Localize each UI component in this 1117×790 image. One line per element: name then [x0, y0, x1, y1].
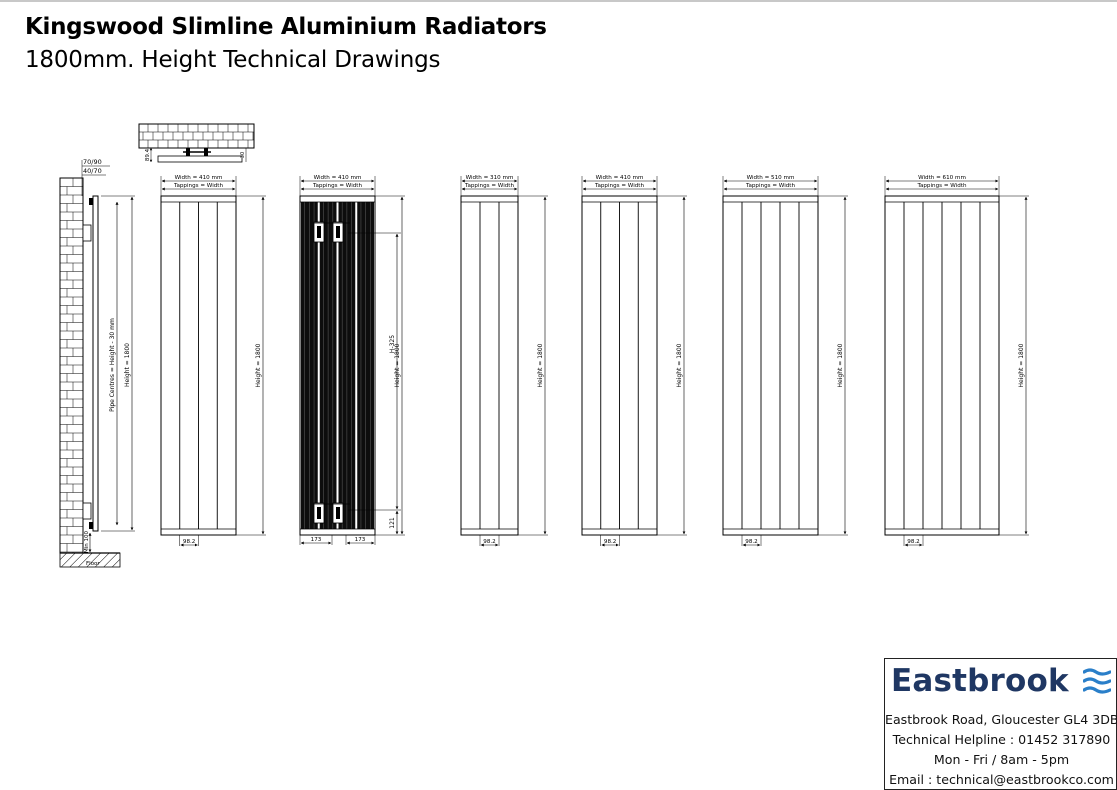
radiator-body: [460, 195, 519, 536]
waves-icon: [1083, 668, 1111, 694]
gap-top-label: 70/90: [83, 158, 102, 166]
height-label: Height = 1800: [1018, 343, 1025, 387]
height-label: Height = 1800: [537, 343, 544, 387]
bottom-pipe: [89, 522, 93, 529]
top-wall-bracket: [82, 224, 92, 242]
tappings-label: Tappings = Width: [916, 183, 967, 189]
hours-text: Mon - Fri / 8am - 5pm: [933, 752, 1070, 767]
side-height-label: Height = 1800: [124, 343, 131, 387]
height-label: Height = 1800: [837, 343, 844, 387]
radiator-body: [722, 195, 819, 536]
tappings-label: Tappings = Width: [312, 183, 363, 189]
height-label: Height = 1800: [676, 343, 683, 387]
floor-gap-label: Min 100: [84, 531, 90, 554]
floor-label: Floor: [86, 561, 100, 567]
top-view: 89.4 30: [138, 123, 255, 163]
bracket-height-label: H-325: [389, 335, 396, 353]
width-label: Width = 410 mm: [596, 175, 644, 181]
bracket-label: 30: [240, 152, 246, 158]
bracket-left-label: 173: [311, 537, 322, 543]
bracket-slot: [317, 226, 321, 238]
bracket-slot: [317, 507, 321, 519]
bracket-slot: [336, 226, 340, 238]
bracket-slot: [336, 507, 340, 519]
brick-wall: [59, 177, 84, 554]
page-title: Kingswood Slimline Aluminium Radiators: [25, 14, 547, 40]
column-width-label: 98.2: [483, 539, 495, 545]
width-label: Width = 410 mm: [314, 175, 362, 181]
tappings-label: Tappings = Width: [745, 183, 796, 189]
tappings-label: Tappings = Width: [594, 183, 645, 189]
radiator-profile: [92, 195, 99, 532]
top-wall-outline: [138, 123, 255, 149]
column-width-label: 98.2: [745, 539, 757, 545]
column-width-label: 98.2: [604, 539, 616, 545]
top-pipe: [89, 198, 93, 205]
top-border-line: [0, 0, 1117, 2]
bracket-right-label: 173: [355, 537, 366, 543]
top-view-radiator: [157, 155, 243, 163]
width-label: Width = 410 mm: [175, 175, 223, 181]
email-link[interactable]: Email : technical@eastbrookco.com: [889, 772, 1114, 787]
tappings-label: Tappings = Width: [464, 183, 515, 189]
side-view: Floor 70/90 40/70 Pipe Centres = Height …: [59, 158, 135, 568]
wall-outline: [59, 177, 84, 554]
pipe-centres-label: Pipe Centres = Height - 30 mm: [109, 318, 116, 412]
depth-label: 89.4: [145, 148, 151, 161]
width-label: Width = 510 mm: [747, 175, 795, 181]
address-text: Eastbrook Road, Gloucester GL4 3DB: [885, 712, 1117, 727]
page-subtitle: 1800mm. Height Technical Drawings: [25, 47, 441, 73]
company-info-box: Eastbrook Eastbrook Road, Gloucester GL4…: [884, 658, 1117, 790]
bottom-bracket-label: 121: [389, 517, 396, 529]
column-width-label: 98.2: [183, 539, 195, 545]
column-width-label: 98.2: [907, 539, 919, 545]
height-label: Height = 1800: [255, 343, 262, 387]
top-view-wall: [138, 123, 255, 149]
width-label: Width = 610 mm: [918, 175, 966, 181]
bottom-wall-bracket: [82, 502, 92, 520]
tappings-label: Tappings = Width: [173, 183, 224, 189]
width-label: Width = 310 mm: [466, 175, 514, 181]
gap-bottom-label: 40/70: [83, 167, 102, 175]
helpline-text: Technical Helpline : 01452 317890: [892, 732, 1111, 747]
brand-logo: Eastbrook: [891, 663, 1069, 699]
